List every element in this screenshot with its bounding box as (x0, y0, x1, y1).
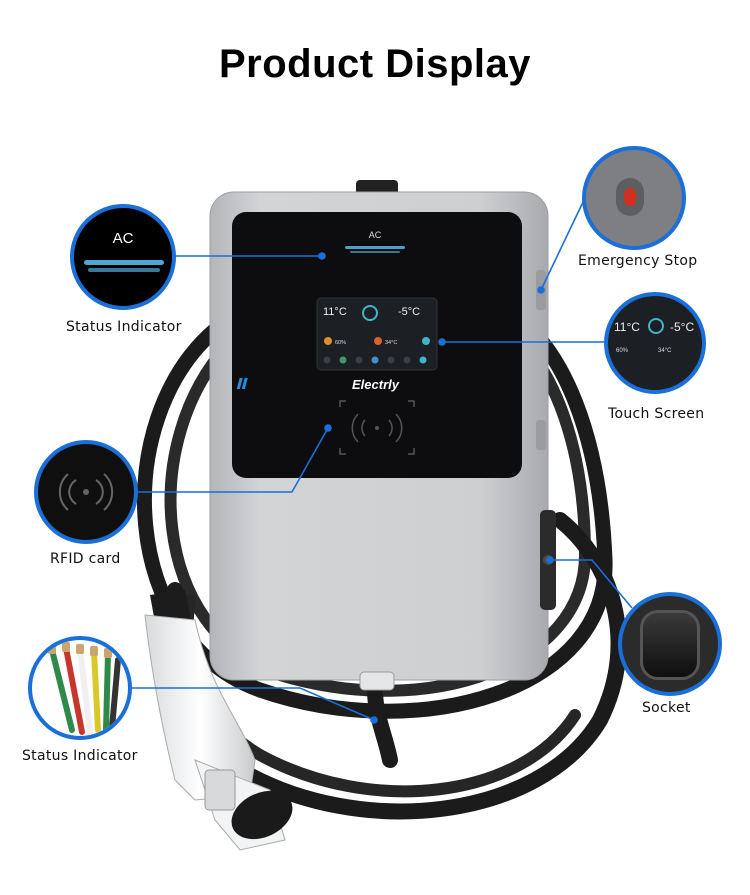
zoom-humidity: 60% (616, 348, 629, 354)
status-led-strip (345, 246, 405, 253)
rfid-zoom (34, 440, 138, 544)
brand-logo: Electrly (236, 377, 400, 392)
brand-name: Electrly (352, 377, 400, 392)
rfid-zone-icon (339, 400, 415, 455)
charger-unit (209, 191, 556, 691)
callout-lines (132, 199, 633, 724)
zoom-temp-right: -5°C (670, 320, 695, 334)
label-socket: Socket (642, 700, 691, 716)
led-bar-icon-2 (88, 268, 160, 272)
touch-screen: 11°C -5°C 60% 34°C (316, 297, 438, 371)
label-status-indicator-bottom: Status Indicator (22, 748, 138, 764)
zoom-temp-left: 11°C (614, 320, 640, 334)
gauge-icon (648, 318, 664, 334)
rfid-icon (58, 473, 114, 511)
cable-wires-zoom (28, 636, 132, 740)
label-status-indicator-top: Status Indicator (66, 319, 182, 335)
status-indicator-zoom: AC (70, 204, 176, 310)
panel-ac-label: AC (369, 230, 382, 240)
led-bar-icon (84, 260, 164, 265)
screen-temp-right: -5°C (398, 306, 420, 318)
svg-text:60%: 60% (335, 340, 346, 346)
label-emergency-stop: Emergency Stop (578, 253, 698, 269)
label-touch-screen: Touch Screen (608, 406, 705, 422)
screen-temp-left: 11°C (323, 306, 347, 318)
emergency-stop-button-icon (624, 188, 636, 206)
zoom-ac-label: AC (112, 230, 134, 247)
page-title: Product Display (218, 42, 531, 86)
svg-text:34°C: 34°C (385, 340, 397, 346)
emergency-stop-zoom (582, 146, 686, 250)
zoom-temp-mid: 34°C (658, 348, 672, 354)
touch-screen-zoom: 11°C -5°C 60% 34°C (604, 292, 706, 394)
label-rfid-card: RFID card (50, 551, 121, 567)
charging-plug (144, 590, 293, 851)
socket-zoom (618, 592, 722, 696)
cable-wires-icon (48, 642, 121, 735)
socket-icon (640, 610, 700, 680)
